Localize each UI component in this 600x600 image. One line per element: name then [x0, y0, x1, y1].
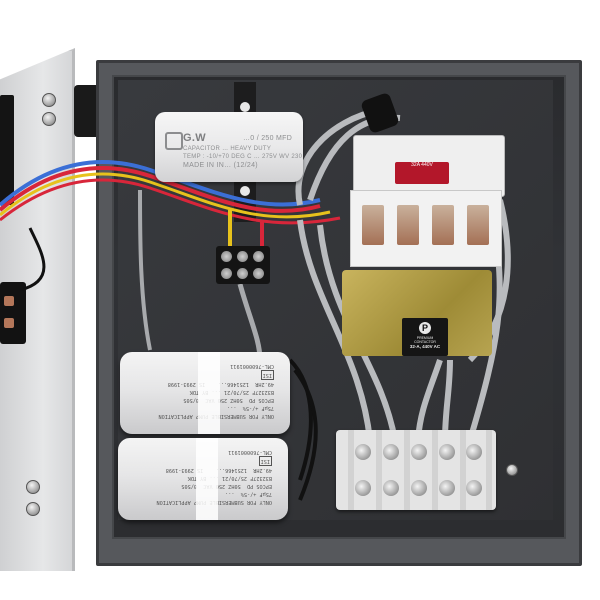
- socket-pin: [4, 296, 14, 306]
- start-capacitor: ONLY FOR SUBMERSIBLE PUMP APPLICATION 75…: [118, 438, 288, 520]
- run-capacitor: G.W …0 / 250 MFD CAPACITOR … HEAVY DUTY …: [155, 112, 303, 182]
- brand-logo-icon: [165, 132, 183, 150]
- start-capacitor: ONLY FOR SUBMERSIBLE PUMP APPLICATION 75…: [120, 352, 290, 434]
- socket-pin: [4, 318, 14, 328]
- contactor-terminal: [467, 205, 489, 245]
- door-screw: [26, 502, 40, 516]
- capacitor-rating: …0 / 250 MFD: [243, 135, 293, 142]
- cable-tie: [198, 352, 220, 434]
- earth-screw: [506, 464, 518, 476]
- cable-tie: [196, 438, 218, 520]
- door-hinge: [74, 85, 100, 137]
- door-screw: [26, 480, 40, 494]
- capacitor-label-line: CAPACITOR … HEAVY DUTY: [183, 146, 272, 152]
- contactor-terminal: [362, 205, 384, 245]
- contactor-rating-label: 32A 440V: [395, 162, 449, 184]
- brand-logo-icon: P: [419, 322, 431, 334]
- small-terminal-block: [216, 246, 270, 284]
- door-indicator-socket: [0, 282, 26, 344]
- capacitor-label-line: MADE IN IN… (12/24): [183, 162, 258, 169]
- contactor-nameplate: P PREMIUM CONTACTOR 32-A, 440V AC: [402, 318, 448, 356]
- door-screw: [42, 112, 56, 126]
- capacitor-brand: G.W: [183, 132, 206, 144]
- main-terminal-block: [336, 430, 496, 510]
- door-screw: [42, 93, 56, 107]
- contactor-terminal: [432, 205, 454, 245]
- capacitor-label-line: TEMP : -10/+70 DEG C … 275V WV 230: [183, 154, 303, 160]
- door-switch: [0, 95, 14, 205]
- contactor-terminal: [397, 205, 419, 245]
